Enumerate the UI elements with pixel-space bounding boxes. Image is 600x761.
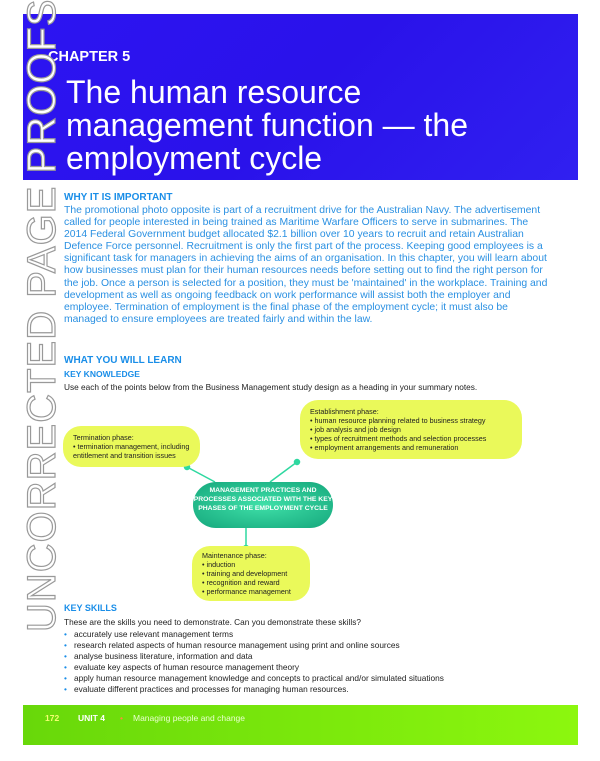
list-item: induction: [202, 560, 300, 569]
list-item: recognition and reward: [202, 578, 300, 587]
maintenance-title: Maintenance phase:: [202, 551, 267, 560]
list-item: apply human resource management knowledg…: [64, 673, 444, 684]
knowledge-intro: Use each of the points below from the Bu…: [64, 382, 478, 392]
skills-intro: These are the skills you need to demonst…: [64, 617, 362, 627]
skills-heading: KEY SKILLS: [64, 603, 117, 613]
list-item: performance management: [202, 587, 300, 596]
list-item: evaluate different practices and process…: [64, 684, 444, 695]
list-item: accurately use relevant management terms: [64, 629, 444, 640]
why-body: The promotional photo opposite is part o…: [64, 205, 548, 325]
termination-title: Termination phase:: [73, 433, 134, 442]
maintenance-box: Maintenance phase: induction training an…: [192, 546, 310, 601]
list-item: job analysis and job design: [310, 425, 512, 434]
chapter-number: CHAPTER 5: [48, 49, 131, 65]
list-item: analyse business literature, information…: [64, 651, 444, 662]
skills-list: accurately use relevant management terms…: [64, 629, 444, 694]
list-item: employment arrangements and remuneration: [310, 443, 512, 452]
chapter-banner: [23, 14, 578, 180]
why-heading: WHY IT IS IMPORTANT: [64, 192, 173, 203]
learn-heading: WHAT YOU WILL LEARN: [64, 355, 182, 366]
connector-dot: [293, 458, 301, 466]
knowledge-heading: KEY KNOWLEDGE: [64, 369, 140, 379]
list-item: types of recruitment methods and selecti…: [310, 434, 512, 443]
page-number: 172: [45, 713, 60, 723]
list-item: termination management, including entitl…: [73, 442, 190, 460]
list-item: training and development: [202, 569, 300, 578]
establishment-title: Establishment phase:: [310, 407, 379, 416]
list-item: human resource planning related to busin…: [310, 416, 512, 425]
connector-establishment: [269, 461, 298, 483]
chapter-title: The human resource management function —…: [66, 74, 469, 176]
diagram-center-node: MANAGEMENT PRACTICES AND PROCESSES ASSOC…: [193, 482, 333, 528]
connector-termination: [186, 466, 216, 483]
list-item: evaluate key aspects of human resource m…: [64, 662, 444, 673]
unit-label: UNIT 4: [78, 713, 105, 723]
termination-box: Termination phase: termination managemen…: [63, 426, 200, 467]
establishment-box: Establishment phase: human resource plan…: [300, 400, 522, 459]
page-footer: 172 UNIT 4 • Managing people and change: [23, 705, 578, 745]
separator: •: [120, 713, 123, 723]
unit-topic: Managing people and change: [133, 713, 246, 723]
list-item: research related aspects of human resour…: [64, 640, 444, 651]
